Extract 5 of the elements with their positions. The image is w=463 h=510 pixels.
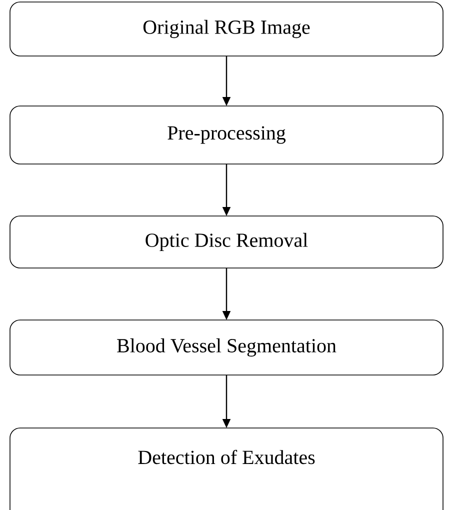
- process-box: Detection of Exudates: [10, 428, 444, 510]
- process-box: Blood Vessel Segmentation: [10, 320, 444, 376]
- process-box: Pre-processing: [10, 106, 444, 164]
- process-box: Optic Disc Removal: [10, 216, 444, 268]
- process-box: Original RGB Image: [10, 2, 444, 56]
